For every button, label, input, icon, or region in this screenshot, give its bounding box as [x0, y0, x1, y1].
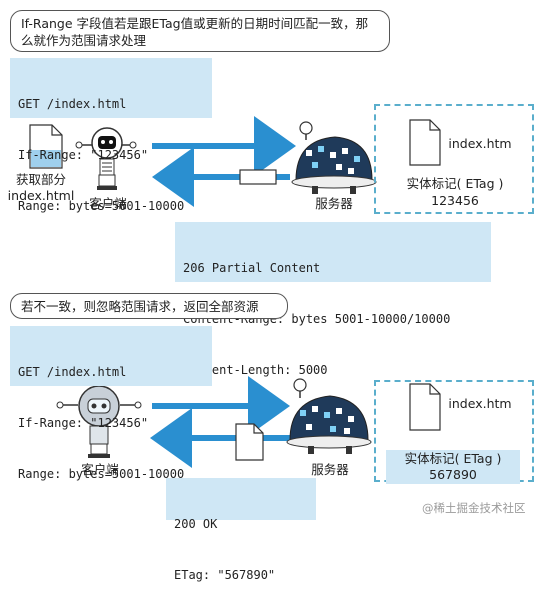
client-caption-2: 客户端 — [81, 462, 119, 477]
match-note: If-Range 字段值若是跟ETag值或更新的日期时间匹配一致，那么就作为范围… — [10, 10, 390, 52]
server-caption-2: 服务器 — [311, 462, 349, 477]
server-robot-icon — [291, 121, 377, 194]
match-note-text: If-Range 字段值若是跟ETag值或更新的日期时间匹配一致，那么就作为范围… — [21, 16, 369, 48]
server-caption: 服务器 — [315, 196, 353, 211]
match-request-block: GET /index.html If-Range: "123456" Range… — [10, 58, 212, 213]
server-resource-box — [374, 104, 534, 214]
request-line: Range: bytes=5001-10000 — [18, 199, 185, 213]
mismatch-note-text: 若不一致，则忽略范围请求，返回全部资源 — [21, 299, 259, 314]
client-robot-icon-2 — [56, 385, 142, 458]
full-document-packet-icon — [235, 423, 264, 461]
etag-value-2: 567890 — [429, 467, 477, 482]
etag-label: 实体标记( ETag ) — [406, 176, 504, 191]
client-robot-icon — [75, 127, 137, 190]
partial-document-icon — [29, 124, 63, 169]
request-line: GET /index.html — [18, 365, 127, 379]
server-robot-icon-2 — [286, 378, 372, 454]
etag-label-2: 实体标记( ETag ) — [404, 451, 502, 466]
diagram-graphics — [29, 116, 441, 468]
server-file-name-2: index.htm — [448, 396, 512, 411]
request-line: If-Range: "123456" — [18, 416, 149, 430]
etag-highlight — [386, 450, 520, 484]
etag-value: 123456 — [431, 193, 479, 208]
mismatch-response-block: 200 OK ETag: "567890" — [166, 478, 316, 582]
server-file-name: index.htm — [448, 136, 512, 151]
server-document-icon — [409, 119, 441, 166]
response-line: 200 OK — [174, 517, 218, 531]
partial-packet-icon — [239, 169, 277, 185]
request-line: GET /index.html — [18, 97, 127, 111]
client-caption: 客户端 — [89, 196, 127, 211]
match-response-block: 206 Partial Content Content-Range: bytes… — [175, 222, 491, 377]
request-line: If-Range: "123456" — [18, 148, 149, 162]
request-line: Range: bytes=5001-10000 — [18, 467, 185, 481]
response-line: Content-Length: 5000 — [183, 363, 328, 377]
server-document-icon-2 — [409, 383, 441, 431]
response-line: ETag: "567890" — [174, 568, 276, 582]
response-line: 206 Partial Content — [183, 261, 321, 275]
mismatch-request-block: GET /index.html If-Range: "123456" Range… — [10, 326, 212, 481]
watermark-text: @稀土掘金技术社区 — [422, 501, 526, 515]
mismatch-note: 若不一致，则忽略范围请求，返回全部资源 — [10, 293, 288, 319]
partial-file-caption: 获取部分 index.html — [7, 172, 75, 203]
